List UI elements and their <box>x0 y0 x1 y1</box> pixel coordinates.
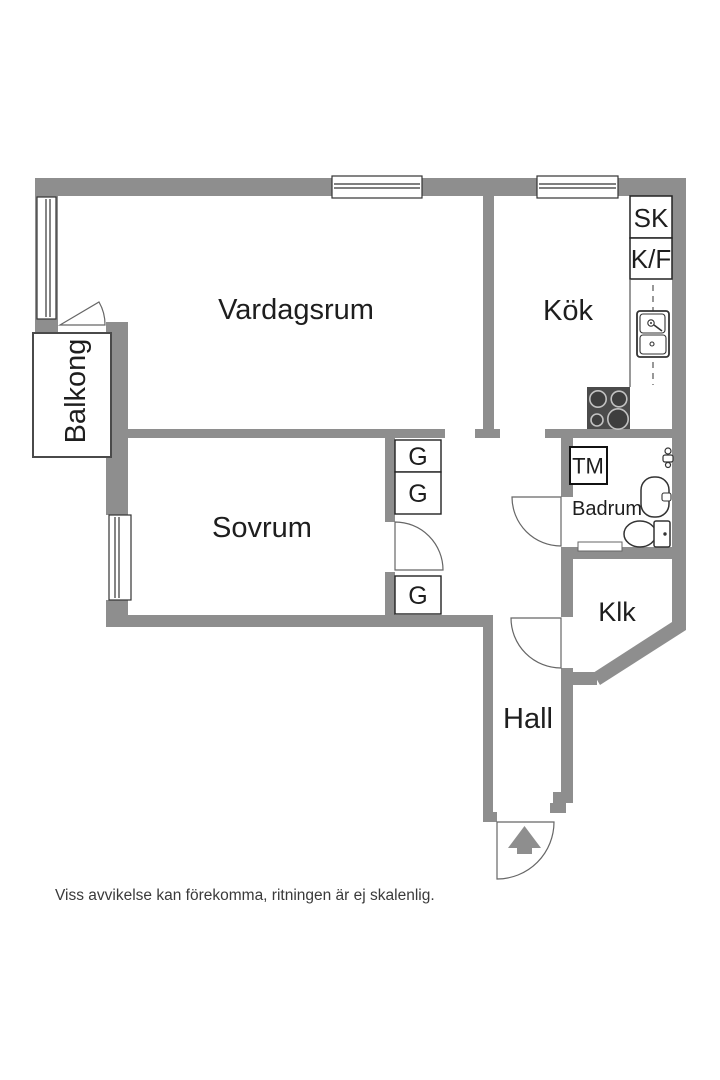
wall-bedroom-top <box>128 429 445 438</box>
wall-bedroom-east-upper <box>385 438 395 522</box>
wall-hall-left <box>483 615 493 812</box>
label-cleaning-cabinet: SK <box>634 203 669 233</box>
window-kitchen-top <box>536 175 619 199</box>
label-wardrobe-1: G <box>408 443 427 471</box>
wall-kitchen-bottom <box>545 429 686 438</box>
balcony-outline <box>32 332 112 458</box>
stove <box>587 387 630 430</box>
room-label-bathroom: Badrum <box>572 498 642 520</box>
room-label-kitchen: Kök <box>543 295 593 327</box>
wall-right <box>672 178 686 630</box>
faucet-icon <box>662 447 674 469</box>
bedroom-door-arc <box>394 521 444 571</box>
wall-entrance-jamb-right-1 <box>553 792 573 803</box>
window-livingroom-left <box>36 196 57 320</box>
washing-machine-box <box>569 446 608 485</box>
wall-hall-left-foot <box>483 812 497 822</box>
wardrobes <box>394 439 442 615</box>
wardrobe-box-2 <box>394 471 442 515</box>
label-wardrobe-3: G <box>408 582 427 610</box>
washbasin <box>640 476 672 518</box>
kitchen-fixtures <box>587 195 673 430</box>
entry-arrow <box>508 826 541 854</box>
windows <box>36 175 619 601</box>
room-label-closet: Klk <box>598 597 636 627</box>
fridge-freezer-box <box>629 237 673 280</box>
wall-bedroom-east-lower <box>385 572 395 615</box>
label-washing-machine: TM <box>572 454 604 479</box>
label-wardrobe-2: G <box>408 480 427 508</box>
label-fridge-freezer: K/F <box>631 244 671 274</box>
bathroom-fixtures <box>569 446 674 552</box>
sink <box>636 310 670 358</box>
wall-entrance-jamb-right-2 <box>550 803 566 813</box>
wall-closet-left <box>561 559 573 617</box>
wardrobe-box-3 <box>394 575 442 615</box>
bathroom-threshold <box>577 541 623 552</box>
cleaning-cabinet-box <box>629 195 673 239</box>
wall-divider-cap <box>475 429 500 438</box>
closet-door-arc <box>510 617 562 669</box>
disclaimer-text: Viss avvikelse kan förekomma, ritningen … <box>55 887 435 904</box>
toilet <box>623 520 671 548</box>
wall-closet-diagonal <box>593 622 686 685</box>
wall-divider-livingroom-kitchen <box>483 196 494 429</box>
wall-hall-right <box>561 668 573 792</box>
bathroom-door-arc <box>511 496 562 547</box>
wall-closet-diagonal-connector <box>561 672 597 685</box>
room-label-living-room: Vardagsrum <box>218 294 374 326</box>
window-livingroom-top <box>331 175 423 199</box>
room-label-bedroom: Sovrum <box>212 512 312 544</box>
room-label-balcony: Balkong <box>60 339 92 444</box>
wall-bottom <box>106 615 493 627</box>
balcony-door-arc <box>57 301 106 326</box>
room-label-hall: Hall <box>503 703 553 735</box>
wardrobe-box-1 <box>394 439 442 473</box>
window-bedroom-left <box>108 514 132 601</box>
